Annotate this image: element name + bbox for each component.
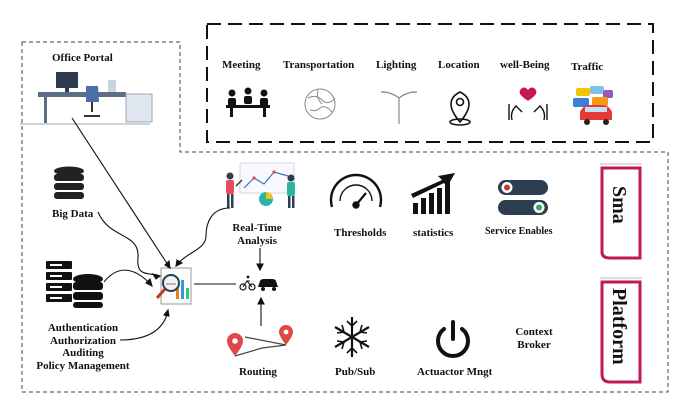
- connector-arrows: [71, 117, 265, 341]
- thresholds-gauge-icon: [329, 173, 383, 209]
- auth-label-auditing: Auditing: [62, 347, 104, 360]
- office-portal-label: Office Portal: [52, 52, 113, 64]
- auth-label-authorization: Authorization: [50, 334, 116, 347]
- service-wellbeing-label: well-Being: [500, 59, 550, 71]
- statistics-bars-icon: [411, 173, 455, 214]
- service-enables-toggles-icon: [498, 180, 548, 215]
- location-pin-icon: [449, 91, 471, 126]
- real-time-label-line2: Analysis: [237, 234, 277, 247]
- meeting-icon: [226, 87, 270, 117]
- lighting-lamp-icon: [381, 91, 417, 124]
- thresholds-label: Thresholds: [334, 227, 387, 239]
- auth-label-authentication: Authentication: [47, 322, 119, 334]
- wellbeing-hands-icon: [508, 87, 548, 121]
- service-lighting-label: Lighting: [376, 59, 417, 71]
- server-database-icon: [46, 261, 103, 308]
- service-traffic-label: Traffic: [571, 61, 604, 73]
- auth-labels: Authentication Authorization Auditing Po…: [28, 322, 138, 373]
- platform-tab-label: Platform: [608, 288, 630, 365]
- platform-boundary: [21, 41, 669, 393]
- pubsub-label: Pub/Sub: [335, 366, 376, 378]
- actuator-power-icon: [436, 320, 470, 358]
- auth-label-policy-management: Policy Management: [36, 359, 130, 372]
- service-enables-label: Service Enables: [485, 226, 553, 237]
- analysis-document-icon: [155, 267, 192, 305]
- real-time-analysis-illustration: [226, 162, 295, 208]
- platform-tab: [600, 277, 642, 384]
- office-desk-icon: [20, 72, 153, 125]
- big-data-label: Big Data: [52, 208, 94, 220]
- sma-tab-label: Sma: [608, 186, 630, 224]
- statistics-label: statistics: [413, 227, 454, 239]
- context-broker-line1: Context: [515, 326, 553, 338]
- bike-car-icon: [239, 275, 278, 291]
- routing-pins-icon: [227, 325, 293, 357]
- service-meeting-label: Meeting: [222, 59, 261, 71]
- real-time-analysis-label: Real-Time Analysis: [222, 222, 292, 247]
- traffic-cars-icon: [573, 86, 613, 125]
- sma-tab: [600, 163, 642, 260]
- pubsub-snowflake-icon: [334, 317, 370, 357]
- big-data-database-icon: [54, 166, 84, 199]
- actuator-label: Actuactor Mngt: [417, 366, 493, 378]
- routing-label: Routing: [239, 366, 277, 378]
- service-location-label: Location: [438, 59, 480, 71]
- service-transportation-label: Transportation: [283, 59, 355, 71]
- transportation-globe-icon: [304, 88, 336, 120]
- context-broker-label: Context Broker: [506, 326, 562, 351]
- services-box: [206, 23, 654, 143]
- context-broker-line2: Broker: [517, 338, 551, 351]
- real-time-label-line1: Real-Time: [232, 222, 282, 234]
